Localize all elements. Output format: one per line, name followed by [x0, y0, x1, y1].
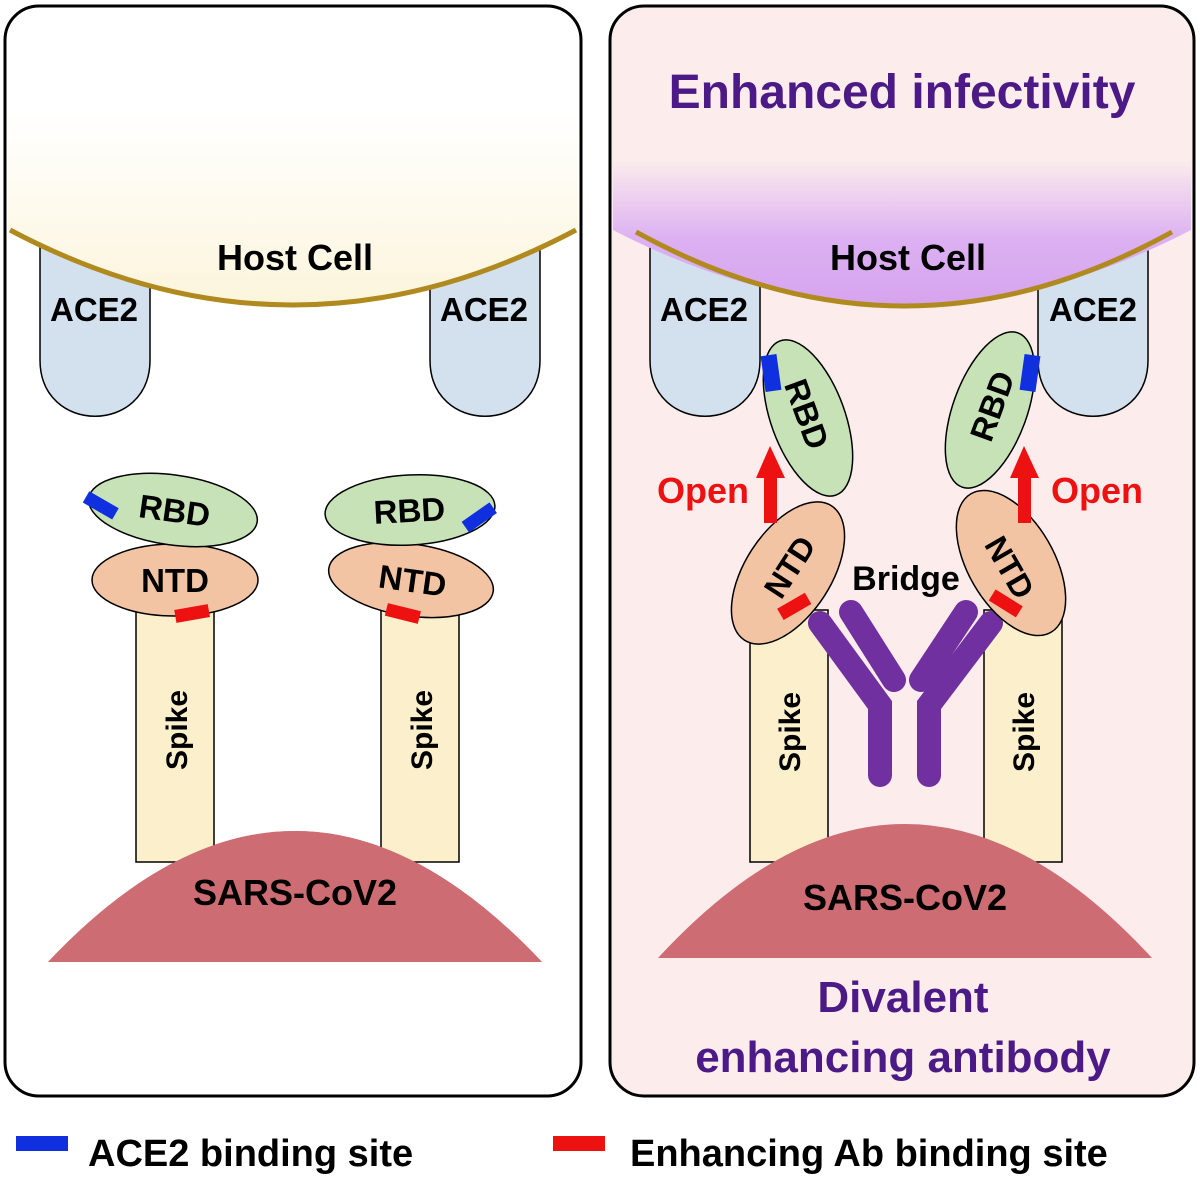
left-ab-site-left	[174, 604, 210, 623]
right-rbd-right	[944, 331, 1036, 489]
left-host-membrane	[8, 227, 578, 308]
right-ace2-right-label: ACE2	[1049, 291, 1137, 328]
left-virus-label: SARS-CoV2	[193, 872, 397, 913]
right-spike-right-label: Spike	[1008, 692, 1041, 772]
left-spike-left	[135, 599, 215, 863]
right-virus-label: SARS-CoV2	[803, 877, 1007, 918]
left-virus-body-overlay	[48, 831, 542, 962]
bridge-label: Bridge	[852, 560, 960, 598]
right-rbd-left	[762, 339, 854, 497]
legend-ab-site-swatch	[553, 1136, 605, 1151]
right-ace2-left-receptor	[649, 239, 761, 417]
left-spike-left-label: Spike	[161, 690, 194, 770]
open-label-left: Open	[657, 470, 749, 511]
right-ace2-site-right	[1019, 354, 1041, 392]
left-spike-right-label: Spike	[406, 690, 439, 770]
left-ace2-right-label: ACE2	[440, 291, 528, 328]
legend-ab-site-label: Enhancing Ab binding site	[630, 1133, 1108, 1175]
left-panel: Host Cell ACE2 ACE2 SARS-CoV2 Spike Spik…	[3, 4, 583, 1098]
divalent-antibody	[808, 600, 1003, 787]
right-ace2-site-left	[760, 354, 782, 392]
right-caption-line2: enhancing antibody	[695, 1033, 1111, 1082]
legend-ace2-site-label: ACE2 binding site	[88, 1133, 413, 1175]
antibody-light-chain-right	[909, 600, 978, 692]
antibody-heavy-chain-left	[808, 611, 892, 787]
left-spike-right	[380, 599, 460, 863]
right-virus-body	[658, 824, 1152, 958]
right-ace2-right-receptor	[1037, 239, 1149, 417]
left-ace2-left-label: ACE2	[50, 291, 138, 328]
left-rbd-right-label: RBD	[373, 490, 446, 531]
right-spike-right	[983, 609, 1063, 863]
right-ace2-left-label: ACE2	[660, 291, 748, 328]
left-host-cell	[8, 110, 578, 305]
left-ab-site-right	[384, 603, 421, 624]
right-host-membrane	[634, 229, 1174, 309]
right-host-cell	[613, 160, 1191, 305]
open-arrow-left	[756, 446, 785, 523]
right-ntd-right	[955, 489, 1067, 637]
left-ace2-site-right	[461, 502, 497, 533]
legend-ace2-site-swatch	[16, 1136, 68, 1151]
antibody-light-chain-left	[839, 600, 906, 692]
right-ab-site-right	[988, 589, 1023, 618]
left-host-cell-label: Host Cell	[217, 237, 373, 278]
right-ab-site-left	[777, 592, 812, 621]
left-ntd-left-label: NTD	[141, 562, 209, 599]
right-host-cell-label: Host Cell	[830, 237, 986, 278]
right-caption-line1: Divalent	[817, 973, 989, 1022]
right-spike-left	[749, 609, 829, 863]
left-ace2-left-receptor	[39, 239, 151, 417]
right-spike-left-label: Spike	[774, 692, 807, 772]
legend: ACE2 binding site Enhancing Ab binding s…	[16, 1133, 1108, 1175]
right-panel: Enhanced infectivity Host Cell ACE2 ACE2…	[608, 4, 1196, 1098]
left-rbd-right	[324, 474, 496, 546]
open-arrow-right	[1010, 446, 1039, 523]
right-ntd-left	[730, 501, 846, 645]
open-label-right: Open	[1051, 470, 1143, 511]
left-ace2-right-receptor	[429, 239, 541, 417]
left-ace2-site-left	[82, 491, 119, 520]
right-panel-title: Enhanced infectivity	[669, 66, 1136, 119]
antibody-heavy-chain-right	[917, 611, 1003, 787]
